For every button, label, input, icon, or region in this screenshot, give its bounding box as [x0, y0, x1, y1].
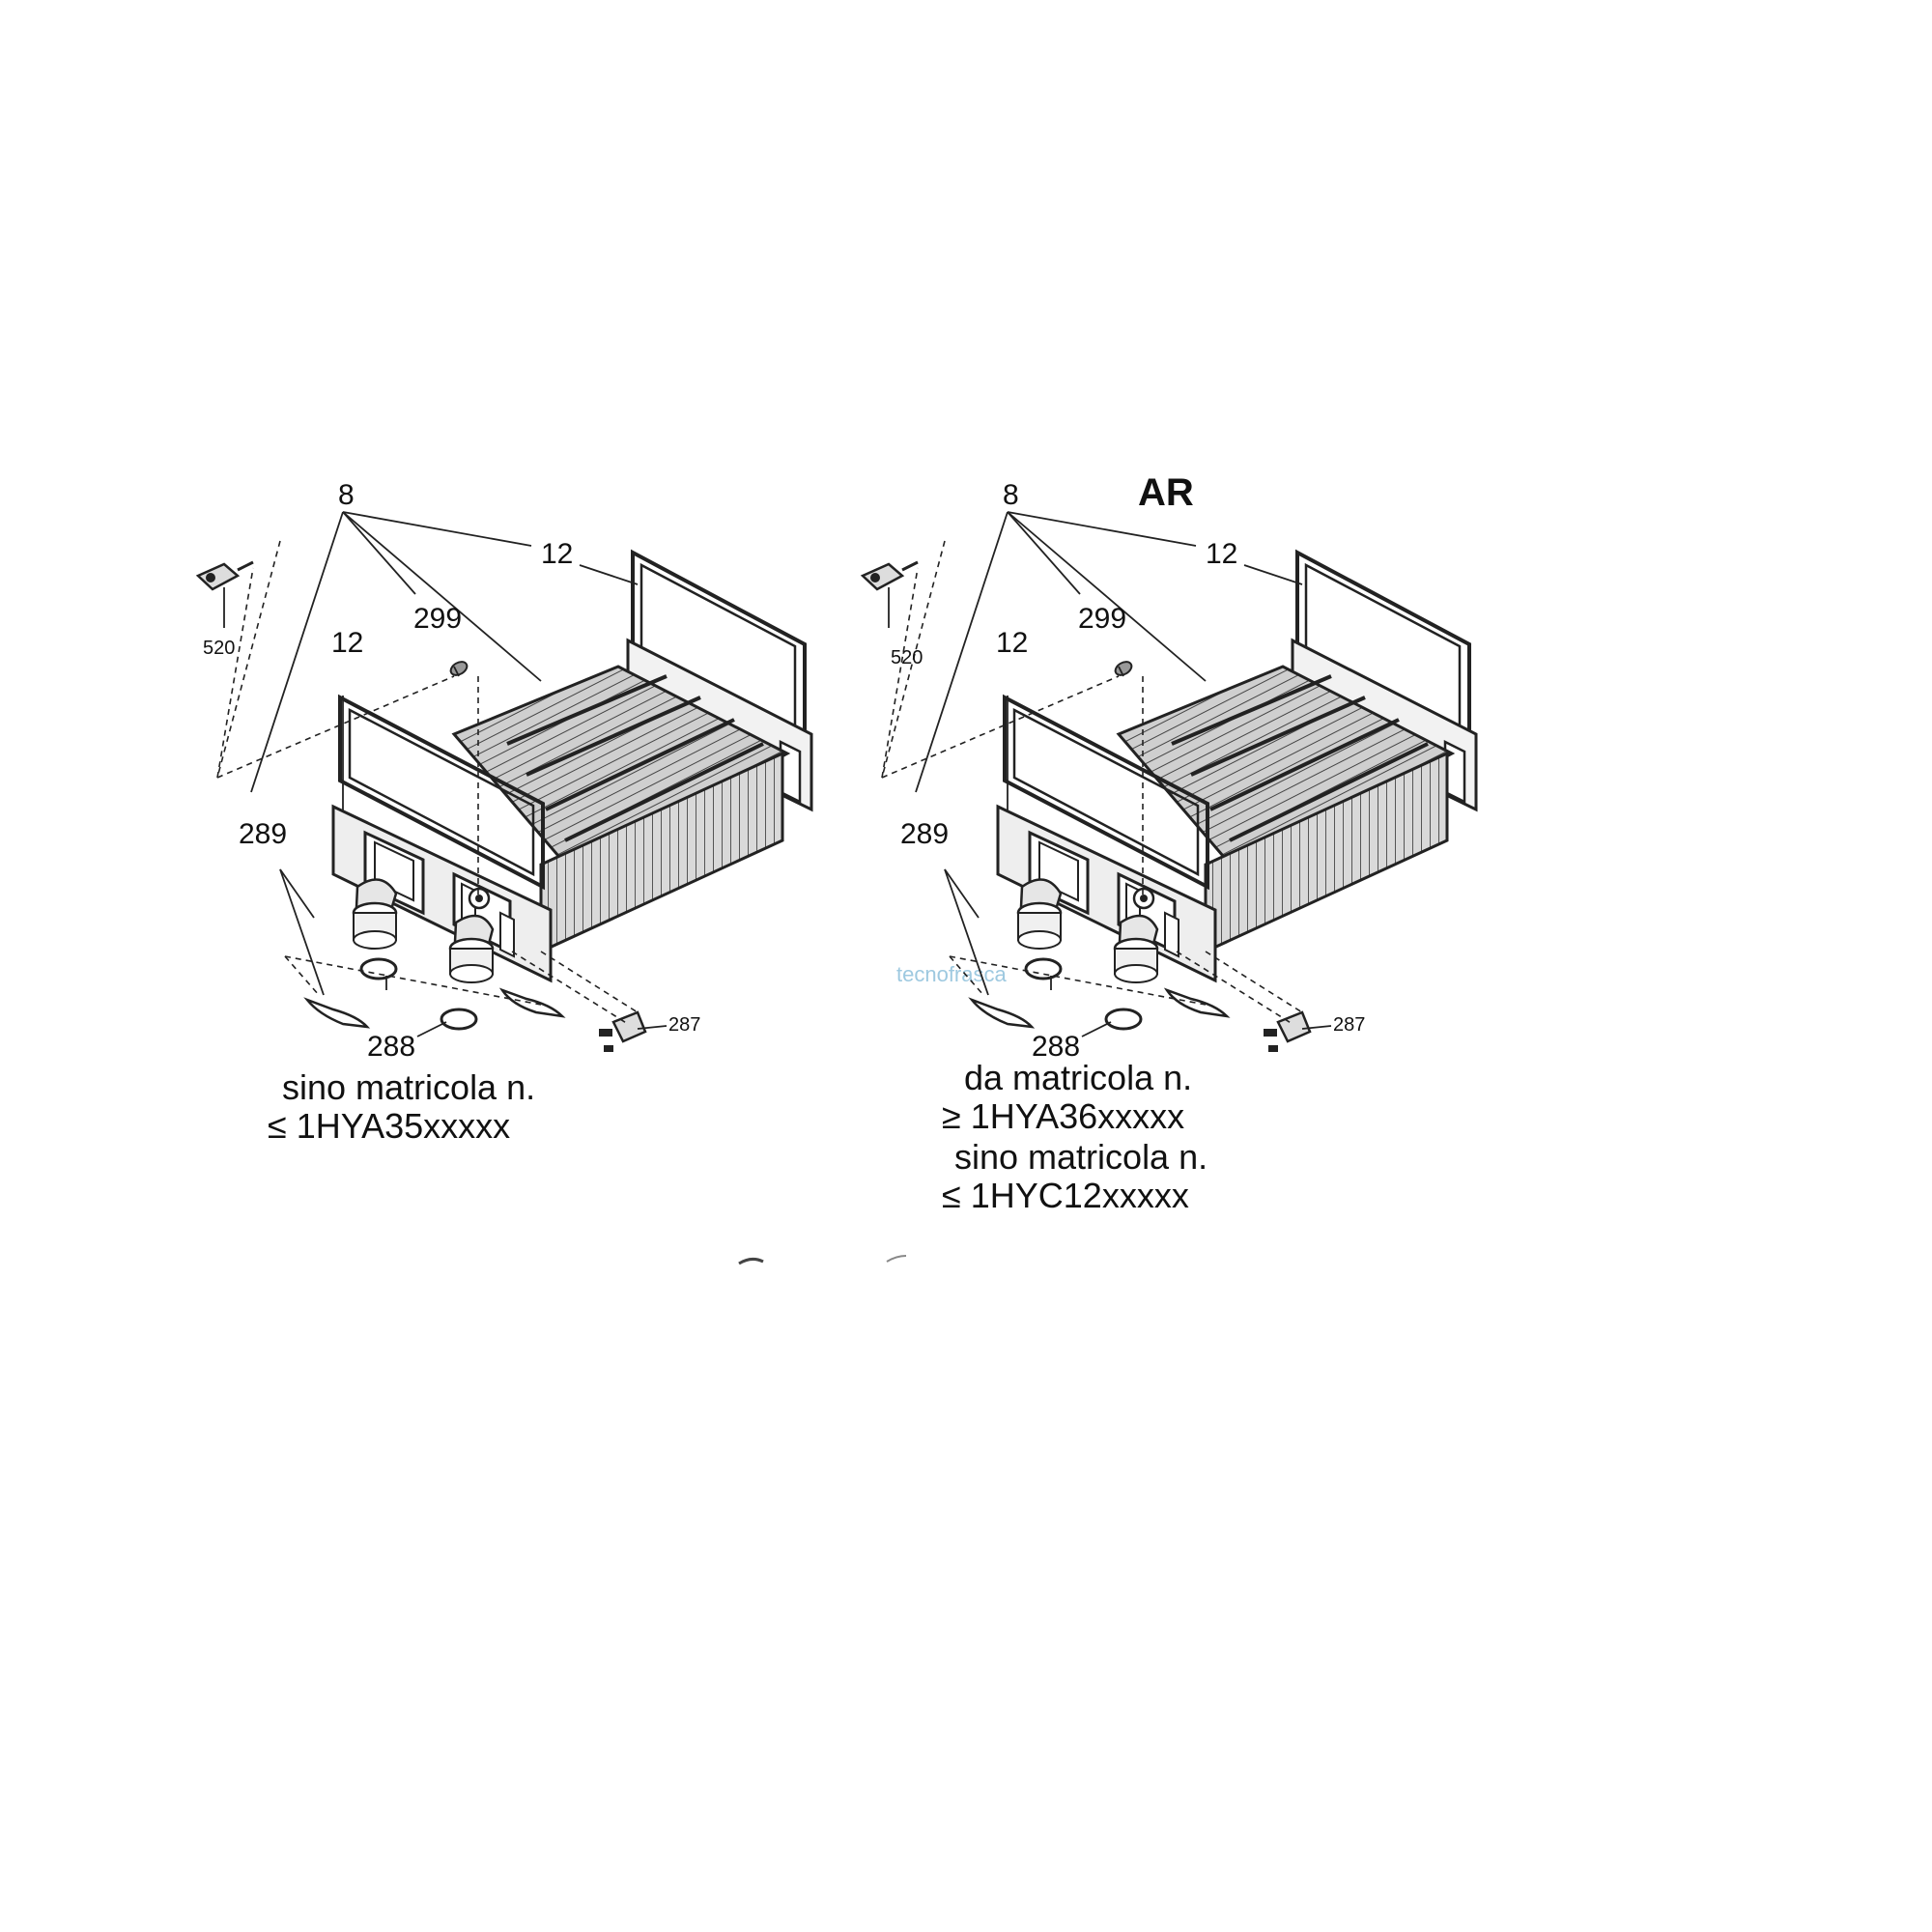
callout-12-top: 12	[541, 538, 573, 570]
left-caption-line1: sino matricola n.	[282, 1067, 535, 1107]
callout-288: 288	[367, 1031, 415, 1063]
callout-289: 289	[900, 818, 949, 850]
watermark: tecnofrasca	[896, 962, 1007, 986]
callout-520: 520	[891, 647, 923, 668]
left-assembly	[196, 510, 813, 1054]
callout-287: 287	[1333, 1014, 1365, 1036]
callout-12-left: 12	[331, 627, 363, 659]
left-view: 8 12 299 12 520 289 288 287 sino matrico…	[196, 479, 813, 1146]
right-caption-line2: ≥ 1HYA36xxxxx	[942, 1096, 1184, 1136]
callout-8: 8	[1003, 479, 1019, 511]
callout-12-top: 12	[1206, 538, 1237, 570]
callout-12-left: 12	[996, 627, 1028, 659]
right-view: 8 12 299 12 520 289 288 287 da matricola…	[861, 479, 1478, 1215]
left-caption-line2: ≤ 1HYA35xxxxx	[268, 1106, 510, 1146]
callout-289: 289	[239, 818, 287, 850]
right-caption-line4: ≤ 1HYC12xxxxx	[942, 1176, 1189, 1215]
callout-520: 520	[203, 638, 235, 659]
callout-299: 299	[413, 603, 462, 635]
callout-8: 8	[338, 479, 355, 511]
right-caption-line1: da matricola n.	[964, 1058, 1192, 1097]
callout-299: 299	[1078, 603, 1126, 635]
callout-287: 287	[668, 1014, 700, 1036]
header-label: AR	[1138, 471, 1194, 514]
callout-288: 288	[1032, 1031, 1080, 1063]
right-caption-line3: sino matricola n.	[954, 1137, 1208, 1177]
